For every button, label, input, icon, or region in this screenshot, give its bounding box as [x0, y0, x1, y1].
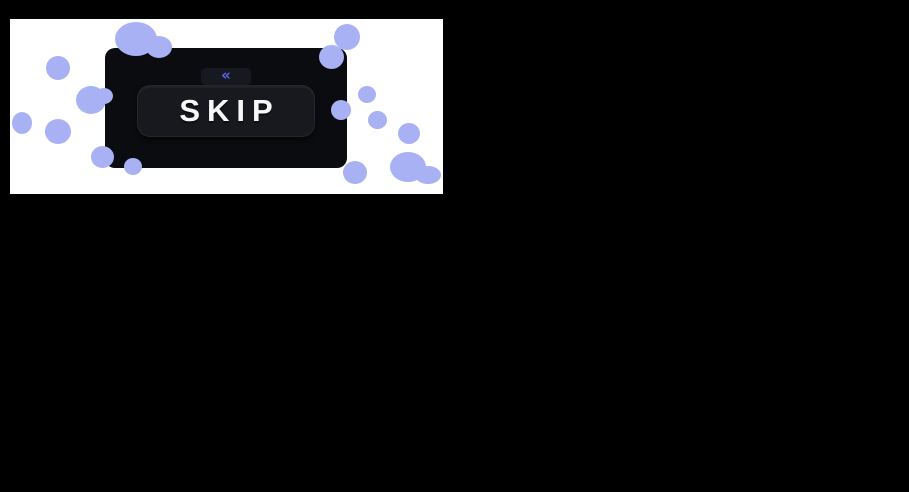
skip-button-label: SKIP — [179, 93, 280, 128]
paint-splat — [390, 152, 426, 182]
paint-splat — [76, 86, 106, 114]
paint-splat — [398, 123, 420, 144]
paint-splat — [368, 111, 387, 129]
paint-splat — [45, 119, 71, 144]
drawing-canvas[interactable]: « SKIP — [10, 19, 443, 194]
skip-overlay-panel: « SKIP — [105, 48, 347, 168]
paint-splat — [343, 161, 367, 184]
paint-splat — [46, 56, 70, 80]
paint-splat — [358, 86, 376, 103]
chevron-double-left-icon: « — [221, 66, 231, 84]
collapse-tab-button[interactable]: « — [201, 68, 251, 85]
paint-splat — [415, 166, 441, 184]
skip-button[interactable]: SKIP — [137, 85, 315, 137]
paint-splat — [12, 112, 32, 134]
paint-splat — [334, 24, 360, 50]
